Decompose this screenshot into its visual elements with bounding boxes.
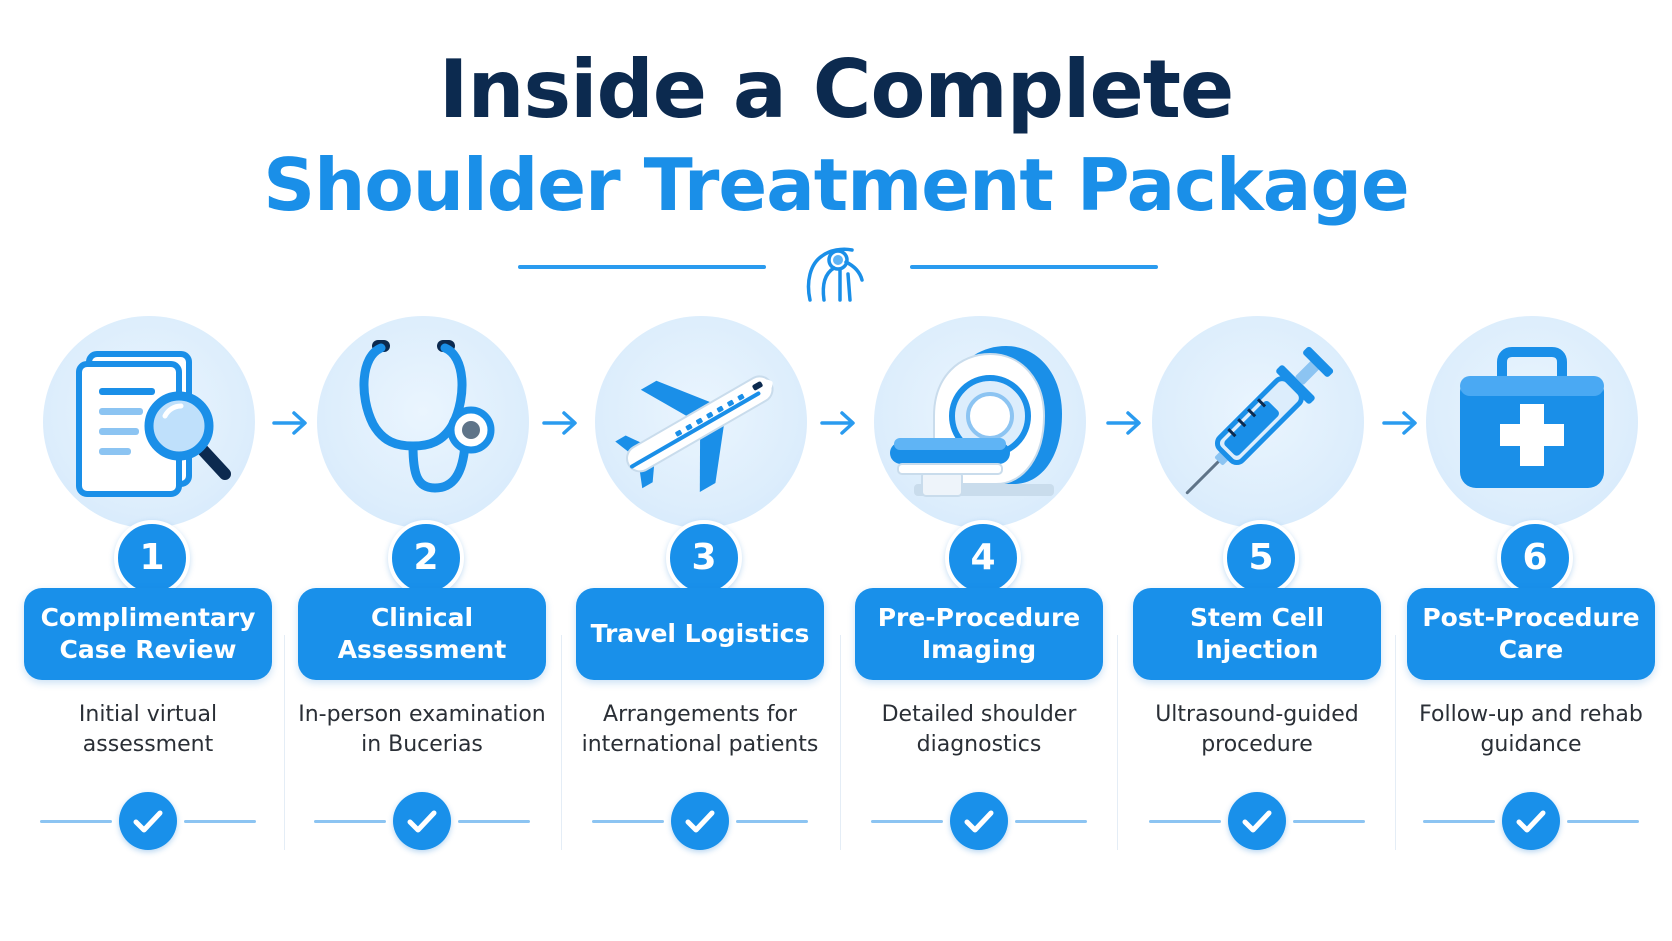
step-description: In-person examination in Bucerias (298, 702, 546, 757)
step-description: Initial virtual assessment (78, 702, 218, 757)
step-title: Complimentary Case Review (24, 588, 272, 680)
check-line (871, 820, 943, 823)
step-description: Detailed shoulder diagnostics (881, 702, 1077, 757)
step-6: 6 Post-Procedure Care Follow-up and reha… (1405, 316, 1657, 856)
syringe-icon (1185, 346, 1334, 495)
page-title-line-2: Shoulder Treatment Package (263, 143, 1410, 227)
step-title: Travel Logistics (576, 588, 824, 680)
step-number-badge: 1 (114, 520, 190, 596)
step-title: Stem Cell Injection (1133, 588, 1381, 680)
check-row (853, 792, 1105, 852)
check-line (40, 820, 112, 823)
step-title: Pre-Procedure Imaging (855, 588, 1103, 680)
step-number-badge: 4 (945, 520, 1021, 596)
check-line (458, 820, 530, 823)
column-separator (561, 635, 562, 850)
check-line (184, 820, 256, 823)
check-row (1131, 792, 1383, 852)
first-aid-kit-icon (1460, 347, 1604, 488)
step-description: Follow-up and rehab guidance (1419, 702, 1643, 757)
column-separator (284, 635, 285, 850)
check-line (1015, 820, 1087, 823)
checkmark-icon (1502, 792, 1560, 850)
page-title-line-1: Inside a Complete (438, 43, 1234, 136)
check-line (1149, 820, 1221, 823)
document-magnifier-icon (76, 351, 231, 497)
check-row (22, 792, 274, 852)
check-line (1567, 820, 1639, 823)
arrow-right-icon (542, 411, 577, 435)
step-title: Post-Procedure Care (1407, 588, 1655, 680)
title-divider-left (518, 265, 766, 269)
check-row (296, 792, 548, 852)
check-line (592, 820, 664, 823)
check-line (314, 820, 386, 823)
step-icon-circle (43, 316, 255, 528)
step-5: 5 Stem Cell Injection Ultrasound-guided … (1131, 316, 1383, 856)
shoulder-joint-icon (806, 247, 864, 302)
step-2: 2 Clinical Assessment In-person examinat… (296, 316, 548, 856)
check-line (736, 820, 808, 823)
stethoscope-icon (359, 340, 495, 493)
airplane-icon (615, 375, 774, 492)
step-description: Arrangements for international patients (581, 702, 819, 757)
mri-scanner-icon (890, 346, 1062, 497)
step-description: Ultrasound-guided procedure (1155, 702, 1359, 757)
checkmark-icon (1228, 792, 1286, 850)
arrow-right-icon (1106, 411, 1141, 435)
check-row (1405, 792, 1657, 852)
checkmark-icon (119, 792, 177, 850)
check-row (574, 792, 826, 852)
step-icon-circle (1426, 316, 1638, 528)
step-4: 4 Pre-Procedure Imaging Detailed shoulde… (853, 316, 1105, 856)
arrow-right-icon (820, 411, 855, 435)
step-icon-circle (1152, 316, 1364, 528)
title-divider-right (910, 265, 1158, 269)
column-separator (840, 635, 841, 850)
step-3: 3 Travel Logistics Arrangements for inte… (574, 316, 826, 856)
column-separator (1395, 635, 1396, 850)
step-number-badge: 6 (1497, 520, 1573, 596)
step-number-badge: 3 (666, 520, 742, 596)
step-icon-circle (874, 316, 1086, 528)
step-number-badge: 5 (1223, 520, 1299, 596)
step-icon-circle (595, 316, 807, 528)
step-title: Clinical Assessment (298, 588, 546, 680)
arrow-right-icon (1382, 411, 1417, 435)
check-line (1423, 820, 1495, 823)
column-separator (1117, 635, 1118, 850)
step-icon-circle (317, 316, 529, 528)
arrow-right-icon (272, 411, 307, 435)
check-line (1293, 820, 1365, 823)
checkmark-icon (950, 792, 1008, 850)
step-1: 1 Complimentary Case Review Initial virt… (22, 316, 274, 856)
checkmark-icon (393, 792, 451, 850)
checkmark-icon (671, 792, 729, 850)
step-number-badge: 2 (388, 520, 464, 596)
